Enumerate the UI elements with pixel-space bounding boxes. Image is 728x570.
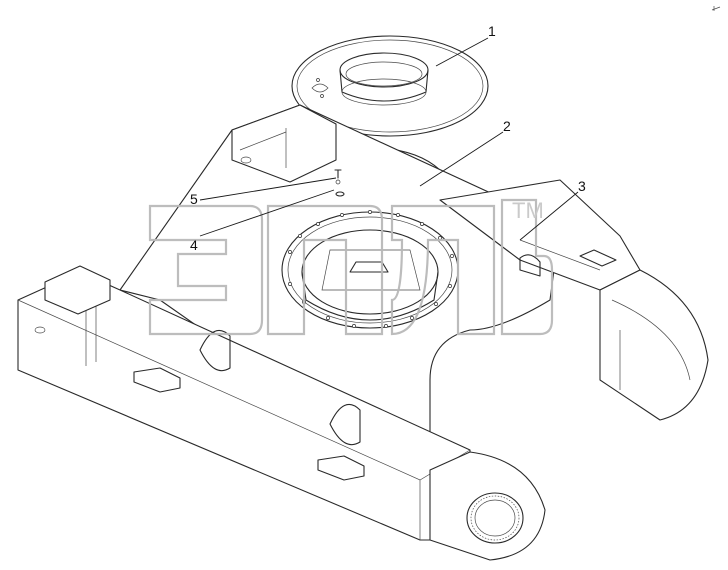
- callout-1: 1: [488, 23, 496, 39]
- watermark-letter-e: [148, 204, 264, 336]
- part-1-cover-plate: [291, 35, 489, 137]
- watermark-letter-l: [390, 204, 496, 336]
- part-5-bolt: [334, 169, 342, 185]
- right-tail-end: [599, 269, 709, 421]
- callout-4: 4: [190, 237, 198, 253]
- corner-mark: [711, 6, 721, 11]
- part-4-washer: [335, 191, 345, 197]
- callout-leaders: [199, 37, 579, 241]
- rear-idler-end: [429, 451, 546, 561]
- watermark-letter-p: [266, 204, 384, 336]
- watermark-tm: TM: [512, 198, 544, 223]
- bearing-bolt-holes: [288, 210, 454, 328]
- callout-2: 2: [503, 118, 511, 134]
- part-3-swing-bearing: [281, 210, 459, 329]
- callout-labels: 1 2 3 4 5: [190, 23, 586, 253]
- watermark-logo: TM: [148, 198, 554, 336]
- callout-3: 3: [578, 178, 586, 194]
- callout-5: 5: [190, 191, 198, 207]
- watermark-letter-b: [500, 198, 554, 336]
